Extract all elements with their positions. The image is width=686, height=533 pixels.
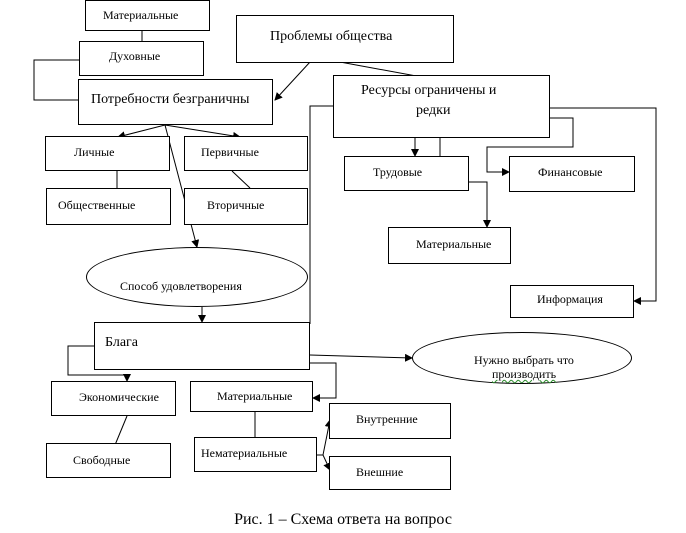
node-information: Информация [510,285,634,318]
node-material-goods: Материальные [190,381,313,412]
node-material-resources: Материальные [388,227,511,264]
node-social: Общественные [46,188,171,225]
node-society-problems: Проблемы общества [236,15,454,63]
connector [67,345,131,382]
connector [274,61,311,101]
connector [309,105,333,324]
node-goods: Блага [94,322,310,370]
connector [114,415,128,446]
node-labor: Трудовые [344,156,469,191]
node-external: Внешние [329,456,451,490]
node-material-top: Материальные [85,0,210,31]
connector [33,59,79,101]
connector [164,124,200,248]
figure-caption: Рис. 1 – Схема ответа на вопрос [234,511,452,528]
node-intangible: Нематериальные [194,437,317,472]
connector [550,107,657,305]
node-free: Свободные [46,443,171,478]
connector [486,117,574,176]
node-secondary: Вторичные [184,188,308,225]
node-economic: Экономические [51,381,176,416]
connector [317,454,331,471]
connector [309,353,413,362]
node-primary: Первичные [184,136,308,171]
node-internal: Внутренние [329,403,451,439]
node-needs-unlimited: Потребности безграничны [78,79,273,125]
connector [310,362,337,402]
node-personal: Личные [45,136,170,171]
connector [117,124,166,140]
node-financial: Финансовые [509,156,635,192]
connector [231,170,251,189]
node-choose-what-to-produce: Нужно выбрать что производить [412,332,632,384]
connector [164,124,241,140]
node-satisfaction-method: Способ удовлетворения [86,247,308,307]
node-resources: Ресурсы ограничены и редки [333,75,550,138]
node-spiritual: Духовные [79,41,204,76]
